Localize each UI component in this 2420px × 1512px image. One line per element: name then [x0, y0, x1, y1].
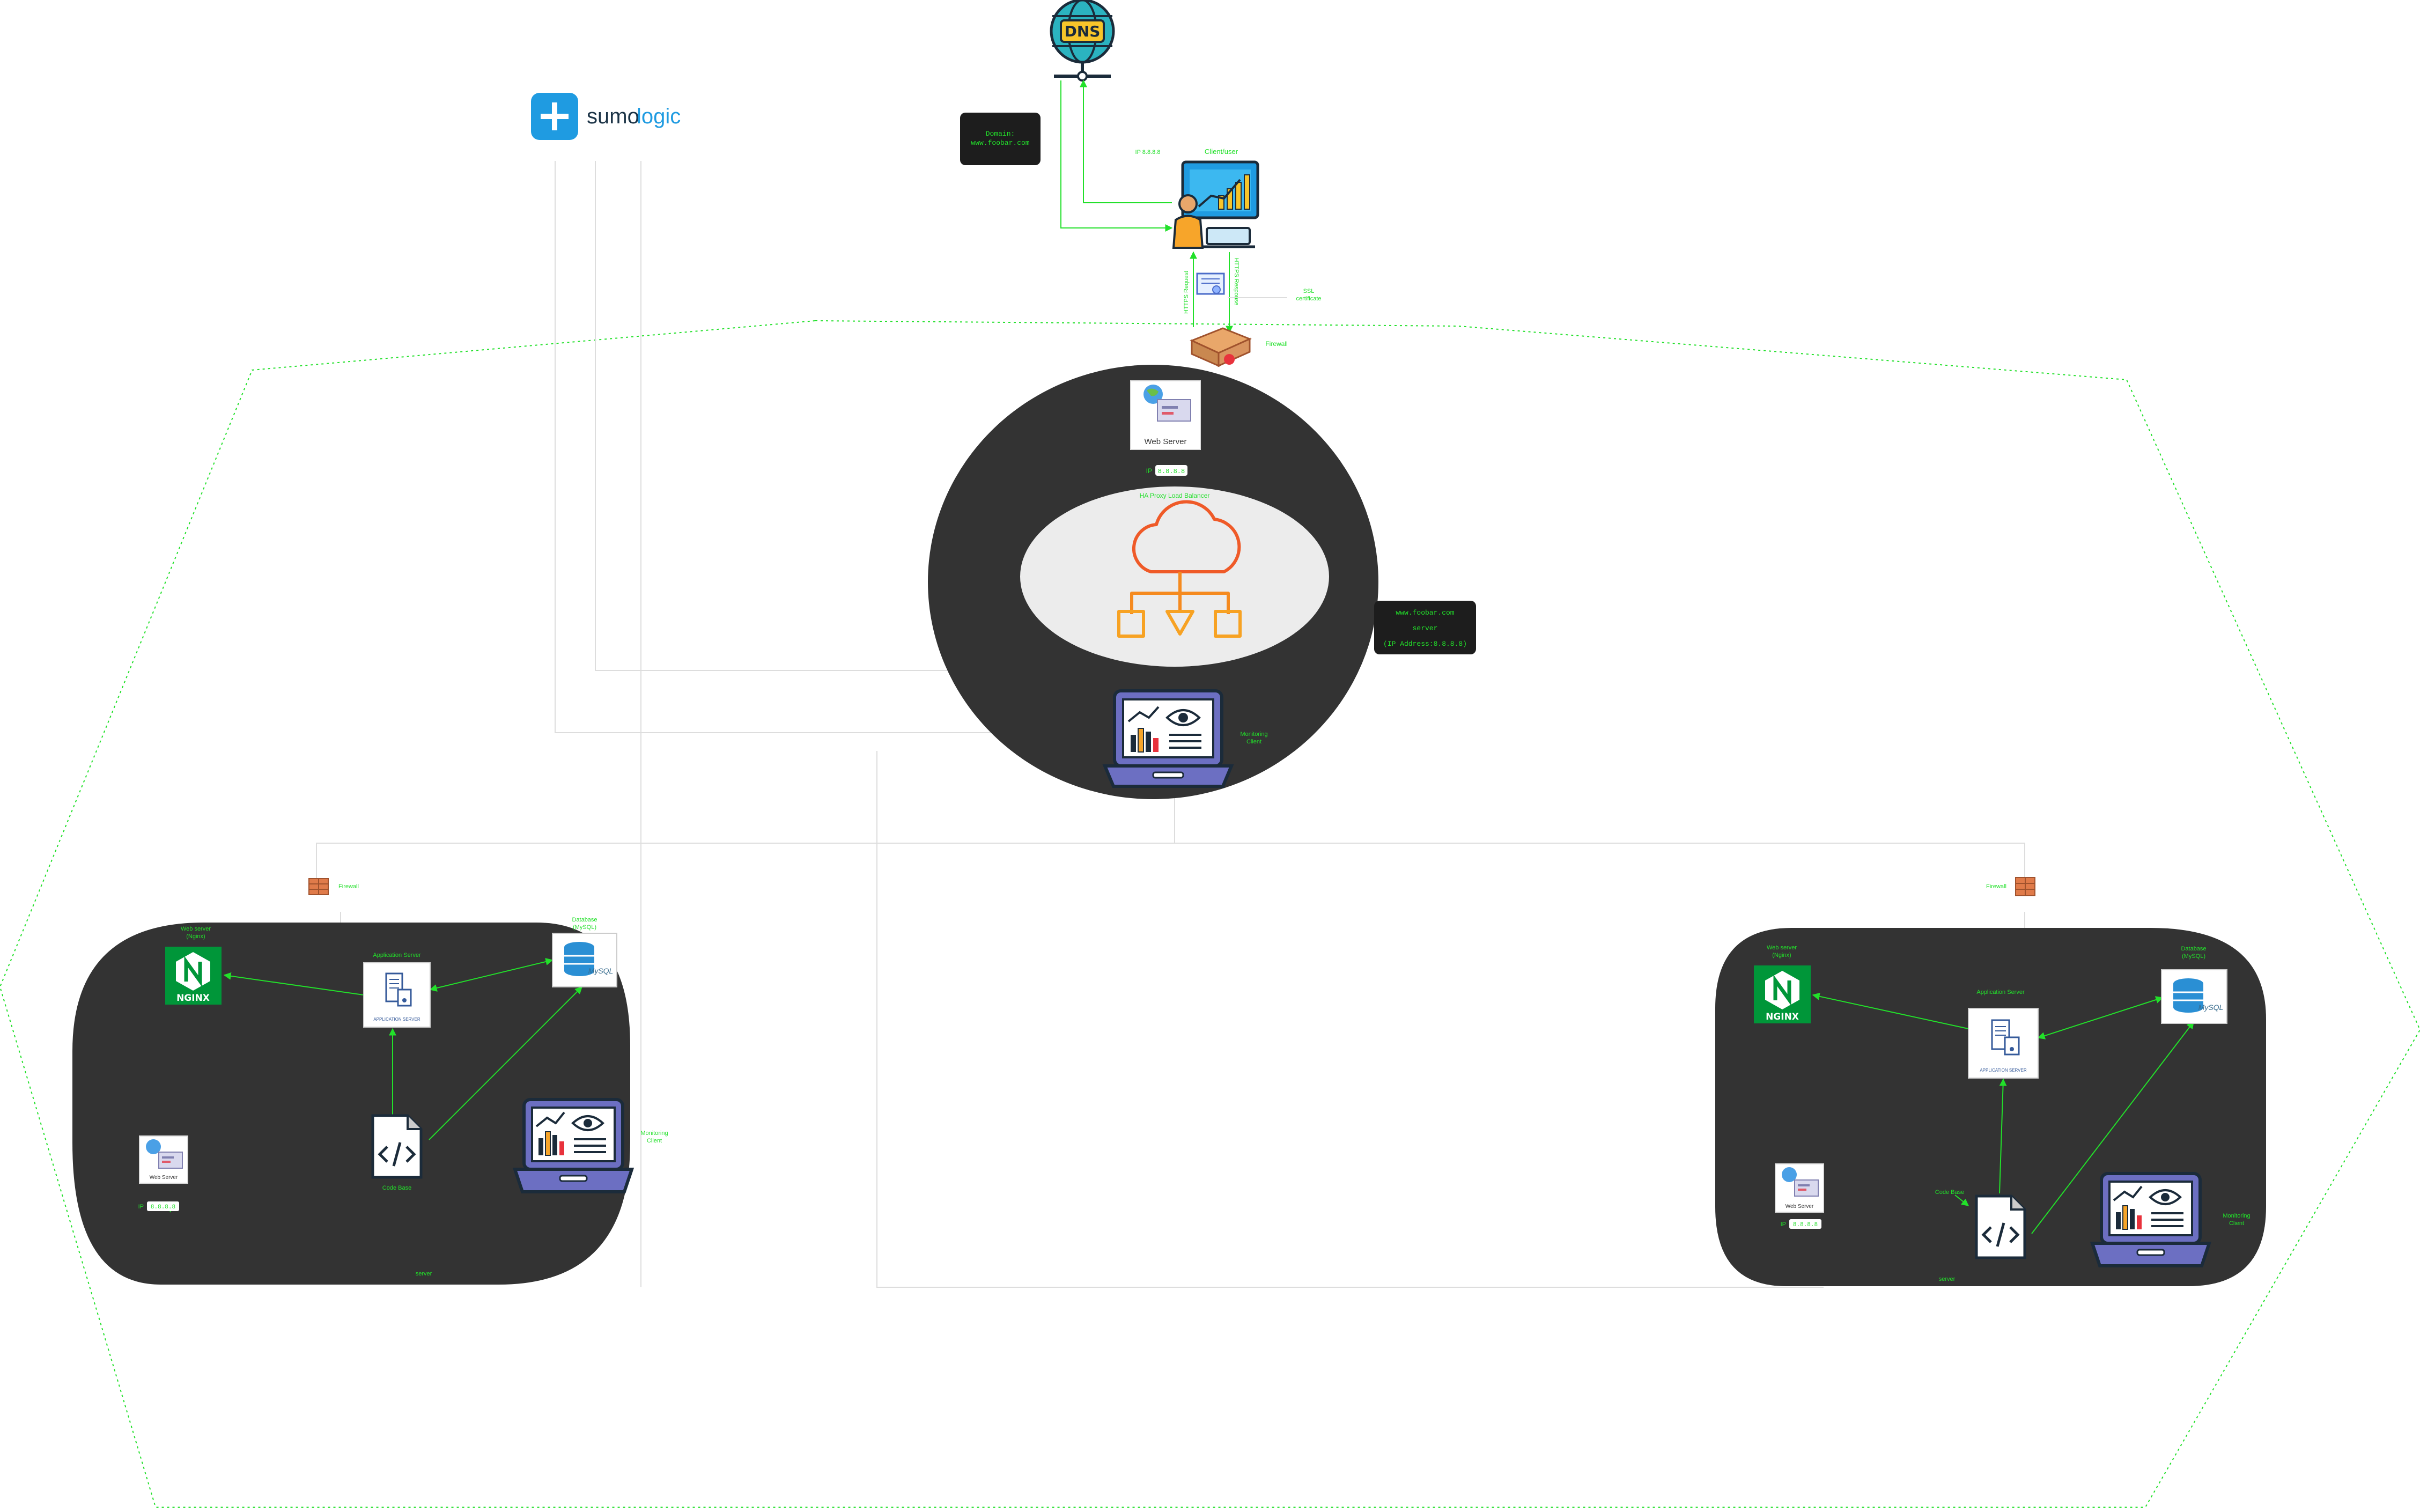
sumologic-logo: sumo logic [531, 93, 681, 140]
left-firewall-icon [308, 878, 329, 895]
left-web-server-icon[interactable]: Web Server [139, 1135, 188, 1184]
right-firewall-icon [2015, 877, 2035, 896]
right-mysql-caption: MySQL [2198, 1003, 2224, 1012]
server-info-name: server [1413, 624, 1438, 632]
ssl-certificate-icon [1196, 272, 1225, 295]
main-web-server-label: Web Server [1145, 437, 1187, 446]
ssl-label-2: certificate [1296, 296, 1321, 302]
logic-text: logic [637, 105, 681, 128]
right-nginx-icon[interactable]: NGINX [1754, 965, 1811, 1023]
dns-client-links [1060, 79, 1173, 232]
main-monitoring-laptop-icon[interactable] [1102, 689, 1234, 788]
left-mysql-caption: MySQL [588, 967, 614, 975]
left-code-base-label: Code Base [382, 1185, 411, 1191]
right-db-label-2: (MySQL) [2182, 953, 2205, 960]
left-firewall-label: Firewall [338, 883, 359, 890]
https-response-label: HTTPS Response [1233, 258, 1239, 306]
main-ip-value: 8.8.8.8 [1158, 468, 1185, 475]
dns-label: DNS [1065, 23, 1101, 40]
left-server-label: server [416, 1271, 432, 1277]
domain-value: www.foobar.com [971, 139, 1029, 147]
right-nginx-label-1: Web server [1767, 945, 1797, 951]
main-web-server-icon[interactable]: Web Server [1130, 380, 1201, 450]
left-cluster-panel [72, 923, 630, 1285]
server-info-ip: (IP Address:8.8.8.8) [1383, 640, 1467, 648]
client-label: Client/user [1205, 147, 1238, 156]
right-ip-prefix: IP [1781, 1221, 1786, 1228]
right-ip-value: 8.8.8.8 [1793, 1222, 1818, 1228]
right-mysql-database-icon[interactable]: MySQL [2161, 969, 2227, 1024]
left-app-caption: APPLICATION SERVER [373, 1017, 420, 1022]
sumo-text: sumo [587, 105, 639, 128]
left-monitoring-label-1: Monitoring [640, 1130, 668, 1137]
load-balancer-label: HA Proxy Load Balancer [1140, 492, 1210, 499]
left-db-label-2: (MySQL) [573, 924, 596, 931]
right-app-caption: APPLICATION SERVER [1980, 1068, 2027, 1073]
https-links [1190, 251, 1233, 334]
right-app-server-label: Application Server [1976, 989, 2025, 995]
top-firewall-label: Firewall [1265, 340, 1287, 348]
load-balancer-icon[interactable] [1117, 500, 1242, 638]
left-db-label-1: Database [572, 917, 597, 923]
main-monitoring-label-1: Monitoring [1240, 731, 1267, 737]
right-code-base-label: Code Base [1935, 1189, 1964, 1196]
right-monitoring-label-2: Client [2229, 1220, 2244, 1227]
server-info-domain: www.foobar.com [1396, 609, 1454, 617]
dns-ip-label: IP 8.8.8.8 [1135, 149, 1161, 156]
main-monitoring-label-2: Client [1246, 739, 1261, 745]
right-monitoring-laptop-icon[interactable] [2090, 1172, 2212, 1267]
right-nginx-label-2: (Nginx) [1772, 952, 1791, 958]
right-server-label: server [1939, 1276, 1956, 1282]
left-mysql-database-icon[interactable]: MySQL [552, 933, 617, 987]
left-app-server-label: Application Server [373, 952, 421, 958]
client-user-icon[interactable]: Client/user [1172, 147, 1259, 249]
ssl-label-1: SSL [1303, 288, 1315, 294]
right-code-base-icon[interactable] [1975, 1194, 2026, 1259]
left-nginx-label-1: Web server [181, 926, 211, 932]
domain-box: Domain: www.foobar.com [960, 113, 1041, 165]
left-ip-badge [147, 1201, 179, 1211]
left-ip-value: 8.8.8.8 [151, 1204, 175, 1211]
left-ip-prefix: IP [138, 1204, 144, 1210]
left-monitoring-laptop-icon[interactable] [512, 1098, 634, 1193]
server-info-box: www.foobar.com server (IP Address:8.8.8.… [1374, 601, 1476, 654]
left-web-server-label: Web Server [150, 1175, 178, 1181]
right-web-server-icon[interactable]: Web Server [1775, 1163, 1824, 1213]
right-cluster-links [1812, 992, 2194, 1234]
left-monitoring-label-2: Client [647, 1138, 662, 1144]
domain-label: Domain: [986, 130, 1015, 138]
dns-globe-icon[interactable]: DNS [1050, 0, 1115, 82]
right-cluster: Firewall Web server (Nginx) NGINX Applic… [1715, 877, 2266, 1286]
left-cluster: Firewall Web server (Nginx) NGINX Applic… [72, 878, 668, 1285]
right-firewall-label: Firewall [1986, 883, 2006, 890]
left-nginx-label-2: (Nginx) [186, 933, 205, 940]
right-nginx-logo-text: NGINX [1766, 1012, 1799, 1022]
right-web-server-label: Web Server [1786, 1204, 1814, 1209]
top-firewall-icon [1190, 327, 1252, 367]
right-db-label-1: Database [2181, 946, 2206, 952]
right-monitoring-label-1: Monitoring [2223, 1213, 2250, 1219]
load-balancer-area [1020, 486, 1329, 667]
left-application-server-icon[interactable]: APPLICATION SERVER [363, 962, 431, 1028]
right-application-server-icon[interactable]: APPLICATION SERVER [1968, 1008, 2039, 1079]
left-nginx-logo-text: NGINX [176, 993, 210, 1004]
main-ip-badge [1155, 465, 1187, 476]
right-ip-badge [1789, 1219, 1821, 1229]
main-ip-prefix: IP [1146, 467, 1152, 475]
left-code-base-icon[interactable] [371, 1114, 423, 1179]
https-request-label: HTTPS Request [1183, 271, 1190, 314]
left-nginx-icon[interactable]: NGINX [165, 947, 222, 1005]
